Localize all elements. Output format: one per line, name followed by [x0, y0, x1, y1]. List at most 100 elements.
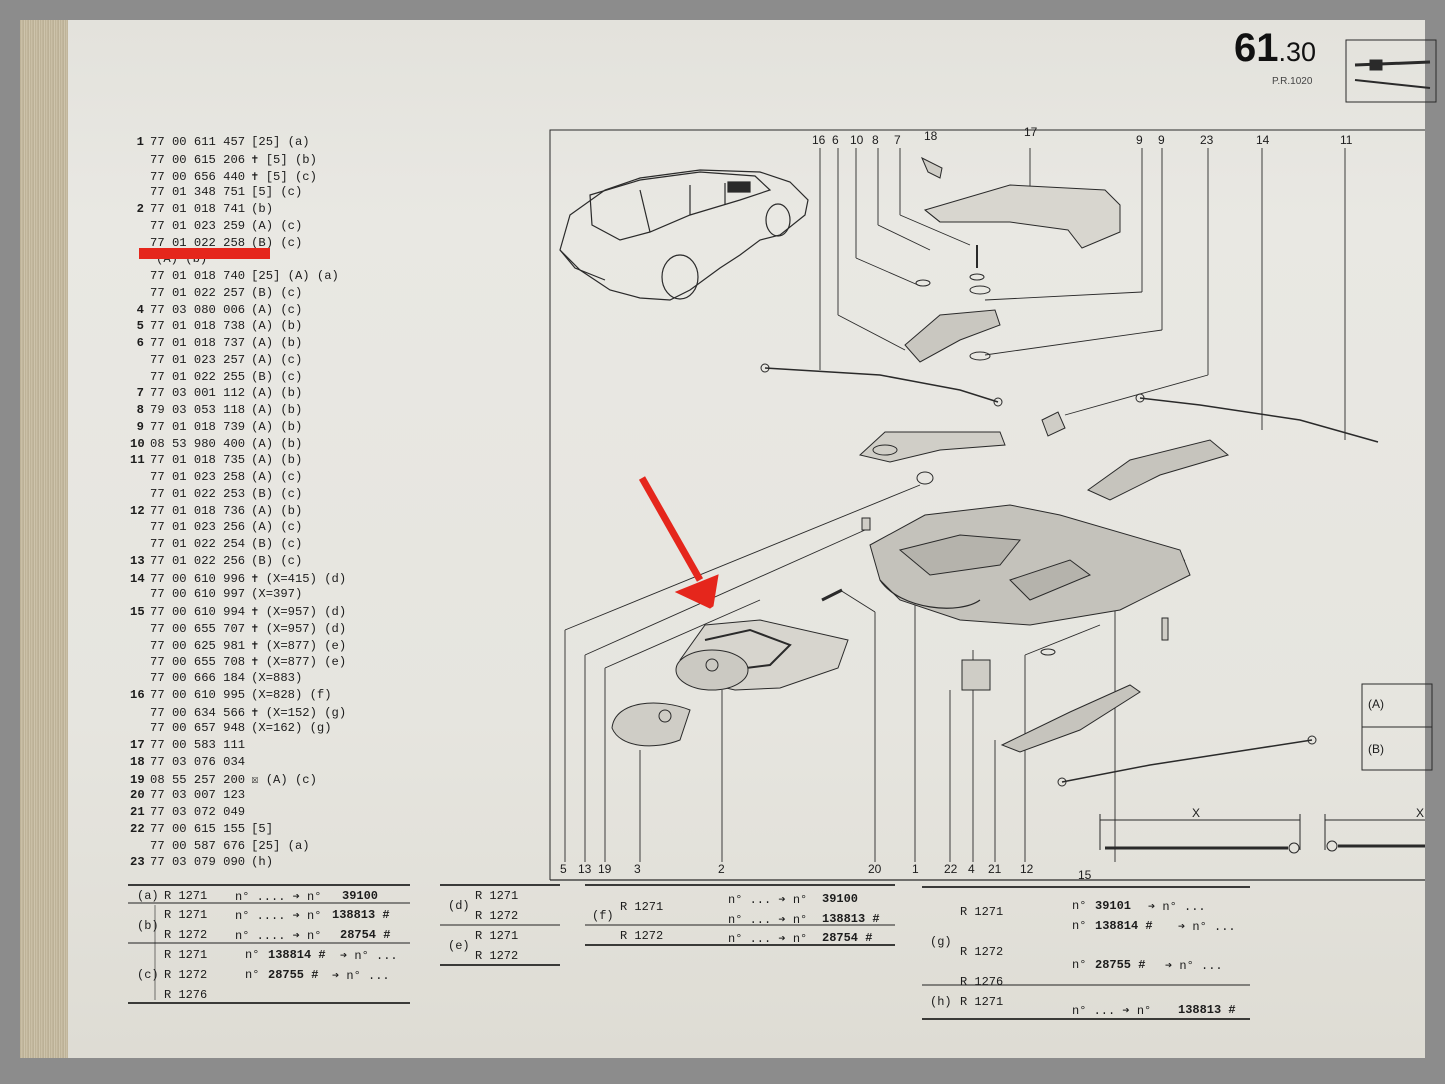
- part-reference: 79 03 053 118: [150, 403, 246, 417]
- callout-top-11: 11: [1340, 133, 1353, 147]
- part-note: ✝ (X=877) (e): [251, 638, 347, 653]
- part-reference: 77 00 656 440: [150, 169, 246, 184]
- cable-16: [764, 367, 999, 403]
- part-reference: 77 01 022 258: [150, 235, 246, 250]
- footnote-f-spec-1: n° ... ➔ n°: [728, 893, 808, 907]
- parts-list-row: 77 01 348 751 [5] (c): [130, 185, 302, 199]
- callout-top-18: 18: [924, 129, 938, 143]
- footnote-g-spec-4: n°: [1072, 958, 1087, 972]
- parts-list-row: 77 00 666 184(X=883): [130, 671, 302, 685]
- part-23: [1087, 439, 1230, 501]
- footnote-d-model-2: R 1272: [475, 909, 519, 923]
- part-reference: 77 00 615 155: [150, 821, 246, 836]
- part-note: ✝ [5] (c): [251, 169, 317, 184]
- footnote-a-key: (a): [137, 889, 159, 903]
- part-reference: 77 01 018 735: [150, 453, 246, 468]
- callout-bottom-15: 15: [1078, 868, 1092, 882]
- parts-list-row: 77 01 022 254 (B) (c): [130, 537, 302, 551]
- footnote-c-spec-2: n°: [245, 968, 260, 982]
- part-reference: 77 01 018 738: [150, 319, 246, 334]
- footnote-g-model-5: R 1276: [960, 975, 1004, 989]
- footnote-e-key: (e): [448, 939, 470, 953]
- part-index: 10: [130, 436, 145, 451]
- part-note: ✝ (X=415) (d): [251, 571, 347, 586]
- part-note: (B) (c): [251, 537, 303, 551]
- footnote-g-spec-2: n°: [1072, 919, 1087, 933]
- parts-list-row: 77 00 610 997(X=397): [130, 587, 302, 601]
- part-reference: 77 00 666 184: [150, 671, 246, 685]
- callout-bottom-3: 3: [634, 862, 641, 876]
- part-index: 18: [130, 754, 145, 769]
- footnote-g-key: (g): [930, 935, 952, 949]
- red-redaction-line: [139, 248, 270, 259]
- page-number: 61.30: [1234, 26, 1316, 71]
- parts-list-row: 77 00 615 206✝ [5] (b): [130, 152, 317, 167]
- part-index: 22: [130, 821, 145, 836]
- parts-list-row: 77 00 587 676[25] (a): [130, 839, 310, 853]
- variant-a-label: (A): [1368, 697, 1384, 711]
- red-arrow: [638, 476, 719, 609]
- part-reference: 77 00 610 997: [150, 587, 246, 602]
- callout-bottom-12: 12: [1020, 862, 1034, 876]
- leader-lines: [564, 148, 1346, 862]
- part-note: ✝ (X=152) (g): [251, 705, 347, 720]
- part-reference: 77 00 587 676: [150, 838, 246, 853]
- callout-top-16: 16: [812, 133, 826, 147]
- part-reference: 77 01 022 256: [150, 553, 246, 568]
- footnote-b-model-2: R 1272: [164, 928, 208, 942]
- parts-list-row: 77 01 023 256(A) (c): [130, 520, 302, 534]
- part-note: (A) (b): [251, 319, 303, 334]
- page-ref: P.R.1020: [1272, 76, 1313, 87]
- part-note: ✝ [5] (b): [251, 152, 317, 167]
- part-index: 2: [136, 202, 144, 216]
- part-note: (b): [251, 202, 274, 216]
- part-reference: 77 01 023 259: [150, 218, 246, 233]
- part-note: (B) (c): [251, 285, 303, 300]
- footnote-c-model-1: R 1271: [164, 948, 208, 962]
- footnote-c-model-3: R 1276: [164, 988, 208, 1002]
- part-note: ☒ (A) (c): [251, 772, 317, 787]
- footnote-c-tail-1: ➔ n° ...: [340, 949, 398, 963]
- footnote-c-tail-2: ➔ n° ...: [332, 969, 390, 983]
- footnote-f-num-1: 39100: [822, 892, 859, 906]
- part-22-block: [961, 659, 991, 691]
- part-note: [5] (c): [251, 185, 303, 200]
- footnote-f-key: (f): [592, 909, 614, 923]
- part-note: [5]: [251, 821, 274, 836]
- part-note: (B) (c): [251, 553, 303, 568]
- part-reference: 77 01 022 254: [150, 537, 246, 551]
- footnote-b-num-1: 138813 #: [332, 908, 390, 922]
- part-reference: 77 01 348 751: [150, 185, 246, 200]
- callout-bottom-4: 4: [968, 862, 975, 876]
- footnote-h-key: (h): [930, 995, 952, 1009]
- part-index: 4: [136, 302, 144, 317]
- part-note: ✝ (X=877) (e): [251, 655, 347, 670]
- part-index: 14: [130, 571, 145, 586]
- parts-list-row: 77 01 023 258(A) (c): [130, 470, 302, 484]
- part-reference: 08 55 257 200: [150, 772, 246, 787]
- callout-bottom-19: 19: [598, 862, 612, 876]
- part-note: (A) (b): [251, 453, 303, 468]
- cable-14: [1139, 397, 1379, 443]
- part-index: 12: [130, 503, 145, 518]
- callout-top-7: 7: [894, 133, 901, 147]
- footnote-g-tail-4: ➔ n° ...: [1165, 959, 1223, 973]
- part-3-gear: [611, 702, 691, 747]
- diagram-border: [549, 129, 1425, 880]
- footnote-e-model-1: R 1271: [475, 929, 519, 943]
- footnote-table-lines: [128, 884, 1250, 1020]
- part-reference: 77 03 001 112: [150, 386, 246, 401]
- part-reference: 77 00 610 995: [150, 687, 246, 702]
